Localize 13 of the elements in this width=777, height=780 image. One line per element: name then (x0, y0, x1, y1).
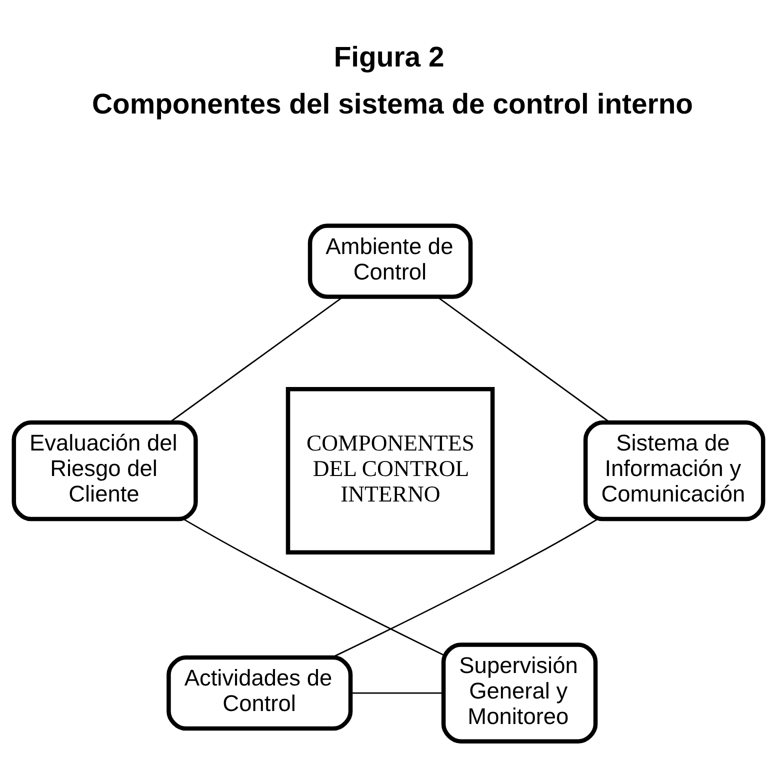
connector (332, 518, 598, 658)
label: Componentes del sistema de control interno (92, 88, 694, 120)
node-box: Ambiente de Control (308, 223, 473, 298)
node-box: Supervisión General y Monitoreo (441, 642, 598, 743)
node-box: Evaluación del Riesgo del Cliente (12, 420, 198, 521)
connector (183, 518, 444, 655)
diagram-title: Figura 2 (334, 41, 444, 74)
node-box: COMPONENTES DEL CONTROL INTERNO (286, 386, 495, 554)
connector (436, 296, 610, 422)
connector (169, 296, 344, 422)
node-box: Actividades de Control (166, 654, 353, 730)
connector (351, 692, 444, 694)
node-box: Sistema de Información y Comunicación (583, 420, 766, 521)
